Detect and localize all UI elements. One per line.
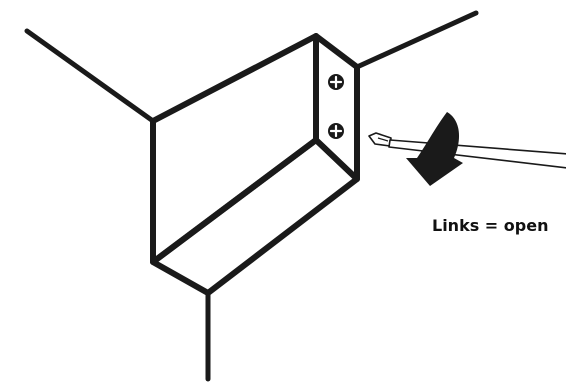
mounted-box: [150, 33, 360, 296]
edge-right: [354, 10, 479, 70]
rotate-arrow-icon: [406, 112, 463, 186]
box-bottom-face: [150, 137, 360, 296]
screwdriver-icon: [368, 132, 566, 169]
edge-left: [24, 28, 156, 124]
screw-head-icon: [328, 123, 344, 139]
screw-head-icon: [328, 74, 344, 90]
room-edges: [24, 10, 479, 382]
screwdriver-tip: [368, 132, 392, 147]
caption-text: Links = open: [432, 216, 549, 235]
